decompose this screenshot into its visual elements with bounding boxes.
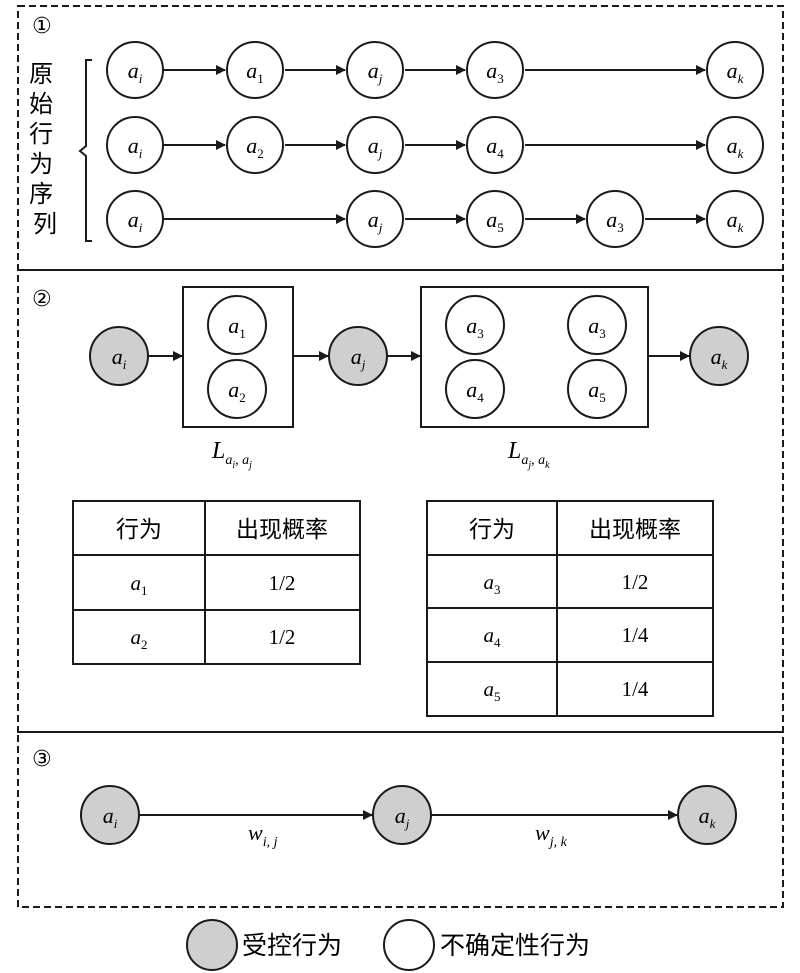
panel-3-marker: ③: [32, 747, 52, 772]
svg-text:aj: aj: [351, 344, 366, 372]
node: ak: [706, 116, 764, 174]
svg-text:a2: a2: [246, 133, 264, 161]
controlled-node: ai: [80, 785, 140, 845]
controlled-node: ak: [689, 326, 749, 386]
table-cell: a4: [484, 623, 502, 650]
candidate-box-2: [420, 286, 649, 428]
table-cell: 1/4: [622, 677, 649, 701]
weight-label: wj, k: [535, 820, 568, 850]
bracket-label: 原 始 行 为 序 列: [29, 60, 61, 238]
node: ak: [706, 41, 764, 99]
svg-text:a4: a4: [466, 377, 484, 405]
controlled-node: aj: [328, 326, 388, 386]
node: ak: [706, 190, 764, 248]
legend: 受控行为 不确定性行为: [186, 919, 590, 971]
bracket-label-char-4: 为: [29, 150, 53, 178]
svg-text:ai: ai: [128, 58, 143, 86]
node: a2: [226, 116, 284, 174]
panel-1-marker: ①: [32, 14, 52, 39]
legend-uncertain-swatch: [383, 919, 435, 971]
node: aj: [346, 116, 404, 174]
node: aj: [346, 190, 404, 248]
bracket-label-char-2: 始: [29, 90, 53, 118]
uncertain-node: a5: [567, 359, 627, 419]
svg-text:a3: a3: [606, 207, 624, 235]
svg-text:a1: a1: [246, 58, 264, 86]
svg-text:a3: a3: [466, 313, 484, 341]
panel-3: ③ ai aj ak wi, j wj, k: [17, 731, 784, 908]
controlled-node: aj: [372, 785, 432, 845]
box-1-label: Lai, aj: [211, 438, 252, 471]
svg-text:aj: aj: [368, 133, 383, 161]
controlled-node: ai: [89, 326, 149, 386]
probability-table-1: 行为 出现概率 a1 1/2 a2 1/2: [72, 500, 361, 665]
legend-controlled-label: 受控行为: [242, 931, 342, 960]
svg-text:aj: aj: [368, 58, 383, 86]
candidate-box-1: [182, 286, 294, 428]
node: a3: [466, 41, 524, 99]
box-2-label: Laj, ak: [507, 438, 550, 471]
table-cell: 1/4: [622, 623, 649, 647]
node: aj: [346, 41, 404, 99]
node: a5: [466, 190, 524, 248]
svg-text:ai: ai: [112, 344, 127, 372]
probability-table-2: 行为 出现概率 a3 1/2 a4 1/4 a5 1/4: [426, 500, 714, 717]
panel-1: ① 原 始 行 为 序 列 ai a1 aj a3 ak ai: [17, 5, 784, 271]
svg-text:aj: aj: [368, 207, 383, 235]
svg-text:a3: a3: [486, 58, 504, 86]
svg-text:a4: a4: [486, 133, 504, 161]
table-cell: 1/2: [269, 571, 296, 595]
table-header: 出现概率: [589, 517, 681, 543]
svg-text:ai: ai: [128, 133, 143, 161]
legend-uncertain-label: 不确定性行为: [440, 931, 590, 960]
bracket-label-char-6: 列: [33, 210, 57, 238]
node: ai: [106, 190, 164, 248]
bracket-label-char-1: 原: [29, 60, 53, 88]
svg-text:ak: ak: [727, 58, 744, 86]
table-cell: a3: [484, 570, 501, 597]
svg-text:ak: ak: [727, 133, 744, 161]
table-header: 行为: [469, 517, 515, 543]
node: a4: [466, 116, 524, 174]
table-cell: a5: [484, 677, 501, 704]
table-cell: a2: [131, 625, 148, 652]
bracket-label-char-3: 行: [29, 120, 53, 148]
uncertain-node: a4: [445, 359, 505, 419]
bracket-label-char-5: 序: [29, 180, 53, 208]
controlled-node: ak: [677, 785, 737, 845]
svg-text:a5: a5: [486, 207, 504, 235]
svg-text:ak: ak: [727, 207, 744, 235]
legend-controlled-swatch: [186, 919, 238, 971]
weight-label: wi, j: [248, 820, 278, 850]
panel-2-marker: ②: [32, 287, 52, 312]
svg-text:aj: aj: [395, 803, 410, 831]
node: ai: [106, 41, 164, 99]
svg-text:a3: a3: [588, 313, 606, 341]
svg-text:a1: a1: [228, 313, 246, 341]
node: ai: [106, 116, 164, 174]
uncertain-node: a2: [207, 359, 267, 419]
table-cell: 1/2: [269, 625, 296, 649]
panel-2: ② ai aj ak a1 a2 a3 a3 a4 a5 Lai, aj Laj…: [17, 269, 784, 733]
table-cell: a1: [131, 571, 148, 598]
svg-text:a5: a5: [588, 377, 606, 405]
svg-text:ak: ak: [699, 803, 716, 831]
node: a3: [586, 190, 644, 248]
uncertain-node: a3: [567, 295, 627, 355]
svg-text:ak: ak: [711, 344, 728, 372]
uncertain-node: a3: [445, 295, 505, 355]
table-cell: 1/2: [622, 570, 649, 594]
svg-text:ai: ai: [103, 803, 118, 831]
node: a1: [226, 41, 284, 99]
svg-text:a2: a2: [228, 377, 246, 405]
table-header: 行为: [116, 517, 162, 543]
uncertain-node: a1: [207, 295, 267, 355]
sequence-bracket: [78, 59, 92, 242]
table-header: 出现概率: [236, 517, 328, 543]
svg-text:ai: ai: [128, 207, 143, 235]
